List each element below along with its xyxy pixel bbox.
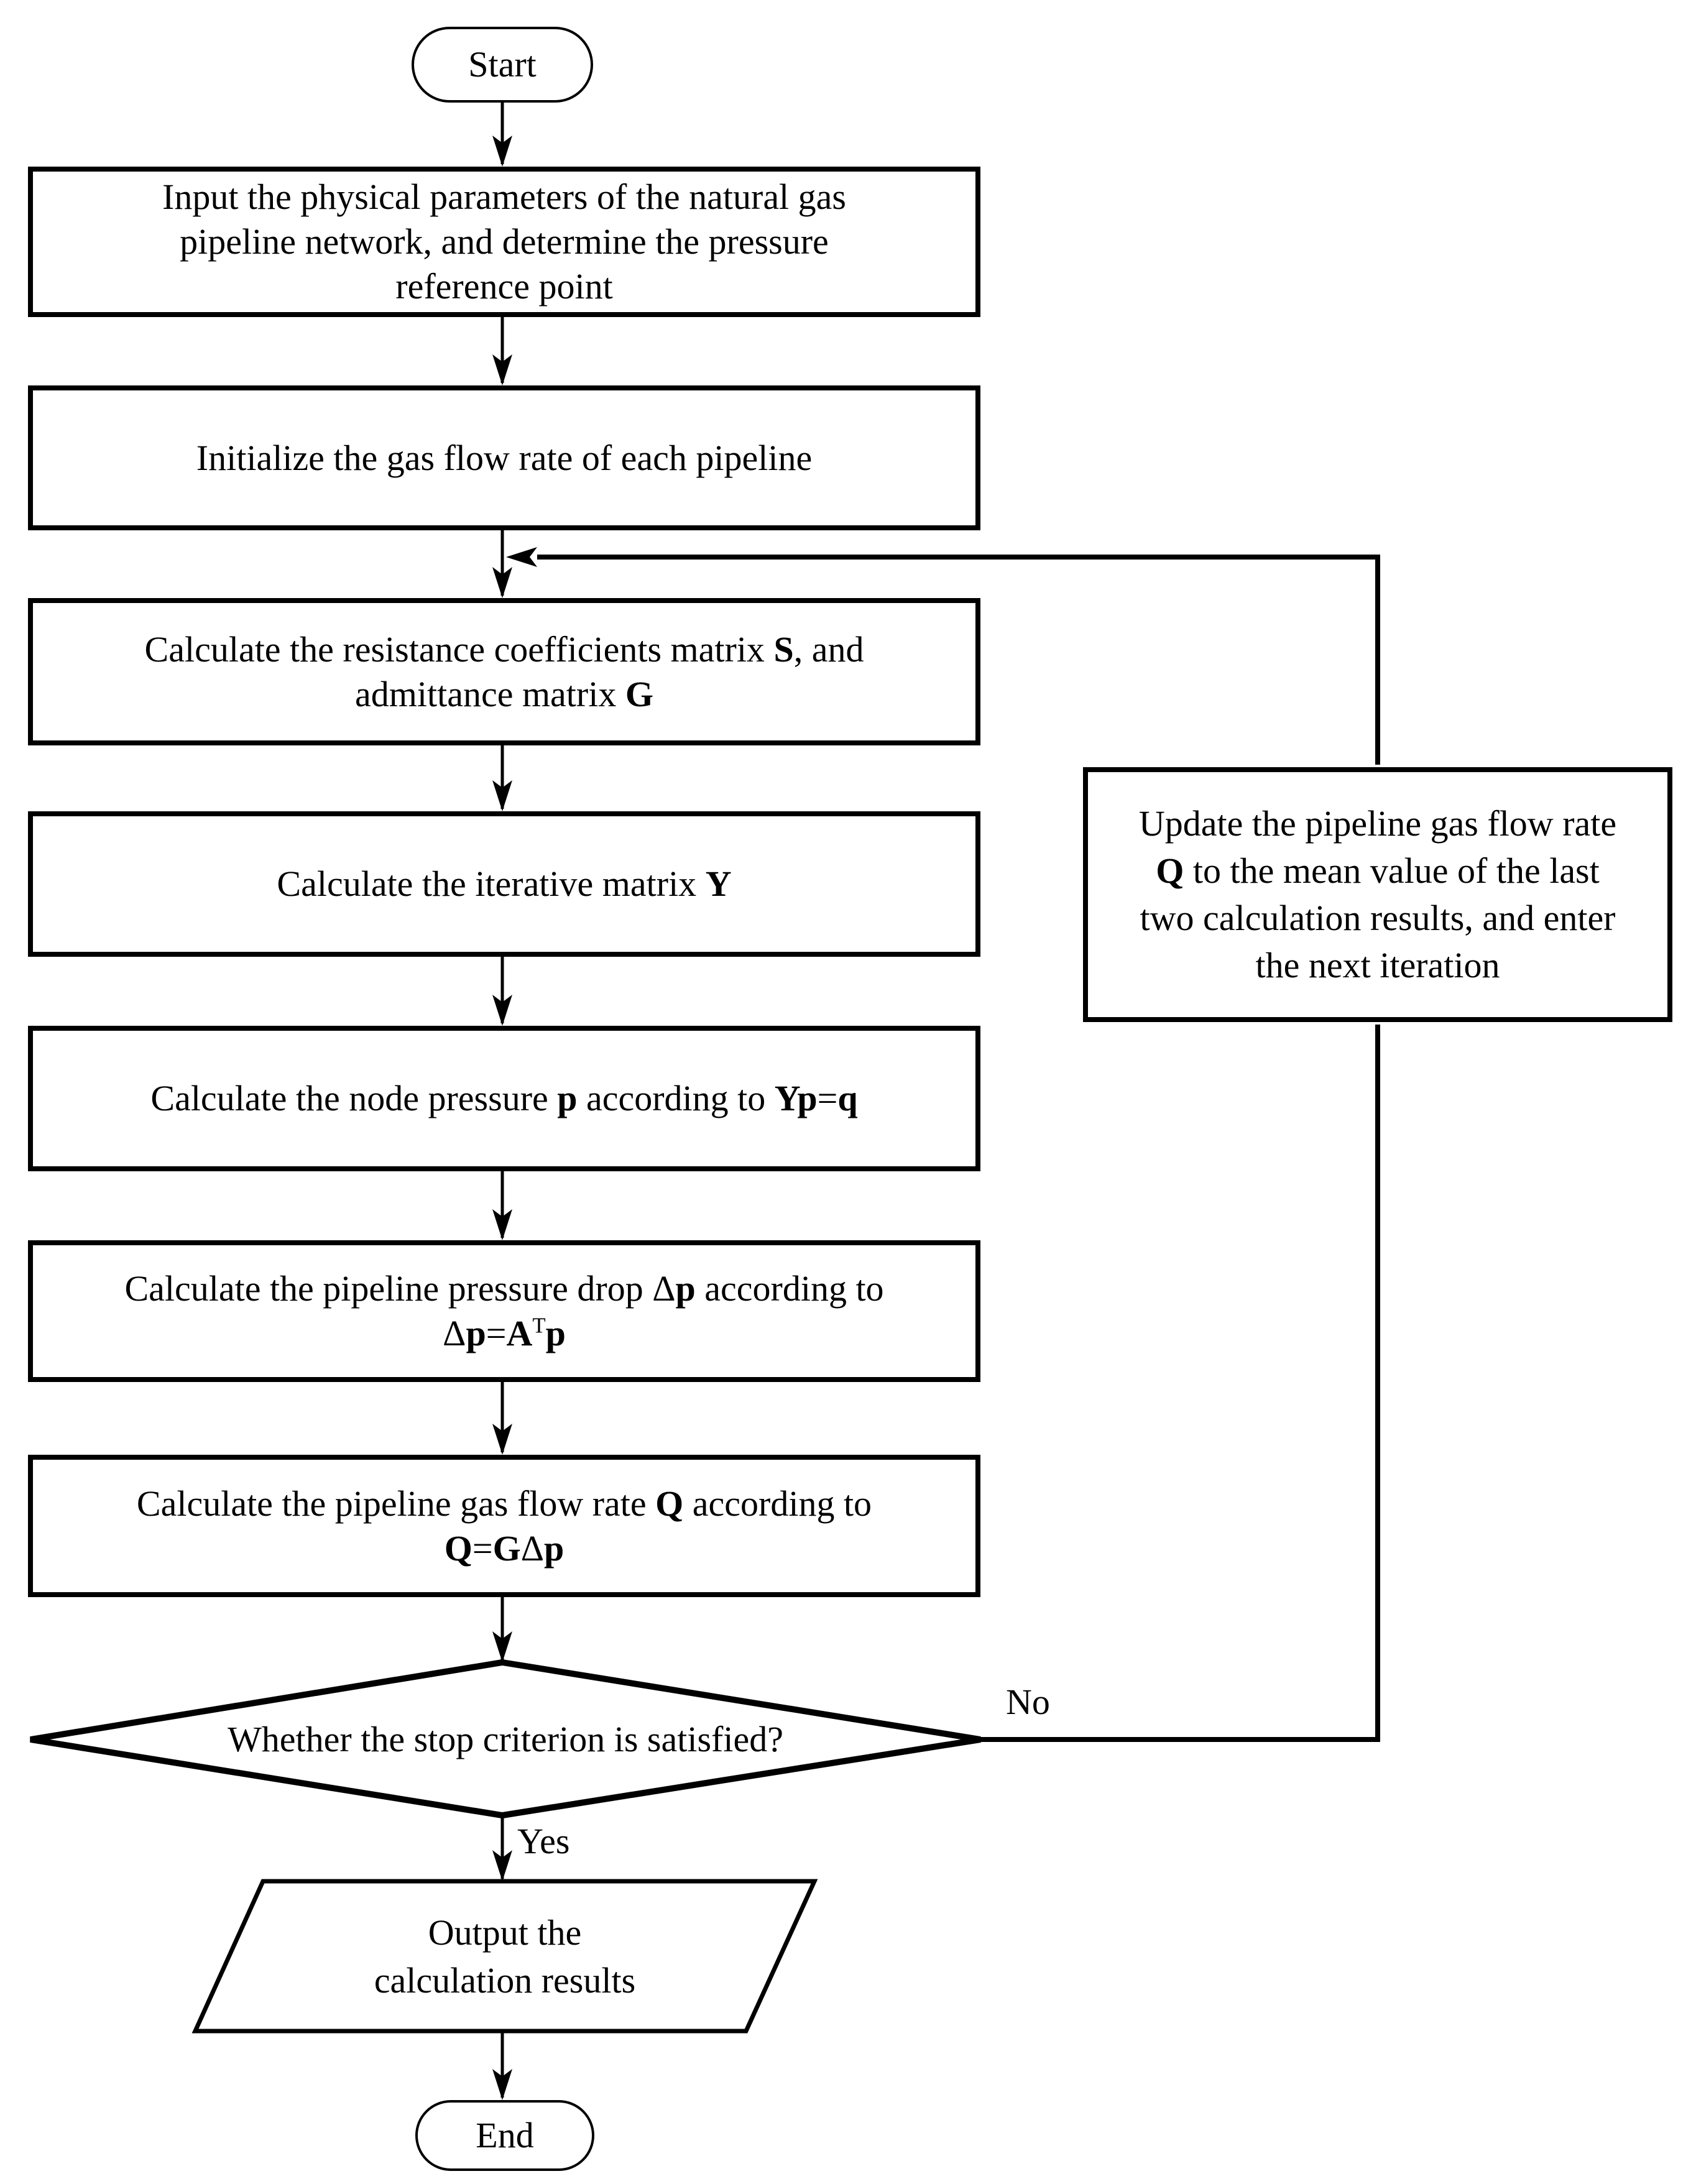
text-line: reference point — [395, 266, 613, 306]
initialize-flow-box: Initialize the gas flow rate of each pip… — [28, 385, 980, 530]
arrowhead-into-end — [492, 2069, 512, 2100]
text-line: Whether the stop criterion is satisfied? — [228, 1719, 783, 1759]
arrowhead-into-flowrate — [492, 1424, 512, 1455]
text-line: Input the physical parameters of the nat… — [162, 177, 846, 217]
text-line: Calculate the resistance coefficients ma… — [144, 629, 864, 670]
arrowhead-into-output — [492, 1850, 512, 1881]
arrowhead-into-iterative — [492, 780, 512, 811]
text-line: Calculate the pipeline gas flow rate Q a… — [136, 1483, 872, 1524]
no-label: No — [1006, 1682, 1050, 1722]
text-line: Calculate the pipeline pressure drop Δp … — [124, 1268, 884, 1309]
text-line: pipeline network, and determine the pres… — [180, 221, 829, 262]
arrowhead-loop-merge — [506, 547, 537, 567]
output-results-parallelogram — [191, 1879, 818, 2034]
text-line: Calculate the node pressure p according … — [150, 1078, 858, 1118]
text-line: Δp=ATp — [443, 1313, 566, 1353]
text-line: Q=GΔp — [444, 1527, 565, 1569]
node-pressure-box: Calculate the node pressure p according … — [28, 1026, 980, 1171]
text-line: two calculation results, and enter — [1140, 898, 1616, 938]
iterative-matrix-box: Calculate the iterative matrix Y — [28, 811, 980, 957]
edge-update-return — [537, 555, 1380, 765]
arrowhead-into-resistance — [492, 567, 512, 598]
stop-criterion-diamond — [30, 1659, 981, 1819]
yes-label: Yes — [517, 1821, 570, 1861]
text-line: calculation results — [374, 1960, 636, 2001]
output-results-text: Output the calculation results — [195, 1881, 814, 2031]
text-line: Calculate the iterative matrix Y — [277, 864, 732, 904]
end-label: End — [476, 2115, 534, 2155]
arrowhead-into-nodepressure — [492, 995, 512, 1026]
edge-no-to-update — [980, 1025, 1380, 1742]
text-line: Q to the mean value of the last — [1156, 850, 1600, 891]
arrowhead-into-input — [492, 136, 512, 167]
flow-rate-box: Calculate the pipeline gas flow rate Q a… — [28, 1455, 980, 1597]
text-line: Output the — [428, 1912, 582, 1953]
arrowhead-into-pressuredrop — [492, 1209, 512, 1240]
update-flow-box: Update the pipeline gas flow rate Q to t… — [1083, 767, 1672, 1022]
text-line: Update the pipeline gas flow rate — [1138, 803, 1617, 844]
pressure-drop-box: Calculate the pipeline pressure drop Δp … — [28, 1240, 980, 1382]
end-terminator: End — [415, 2100, 594, 2171]
arrowhead-into-initialize — [492, 354, 512, 385]
input-parameters-box: Input the physical parameters of the nat… — [28, 167, 980, 317]
resistance-matrix-box: Calculate the resistance coefficients ma… — [28, 598, 980, 745]
text-line: Initialize the gas flow rate of each pip… — [196, 437, 813, 478]
stop-criterion-text: Whether the stop criterion is satisfied? — [30, 1666, 980, 1813]
text-line: admittance matrix G — [355, 673, 653, 714]
start-label: Start — [468, 44, 537, 85]
text-line: the next iteration — [1255, 945, 1500, 985]
start-terminator: Start — [412, 27, 593, 103]
arrowhead-into-decision — [492, 1631, 512, 1662]
